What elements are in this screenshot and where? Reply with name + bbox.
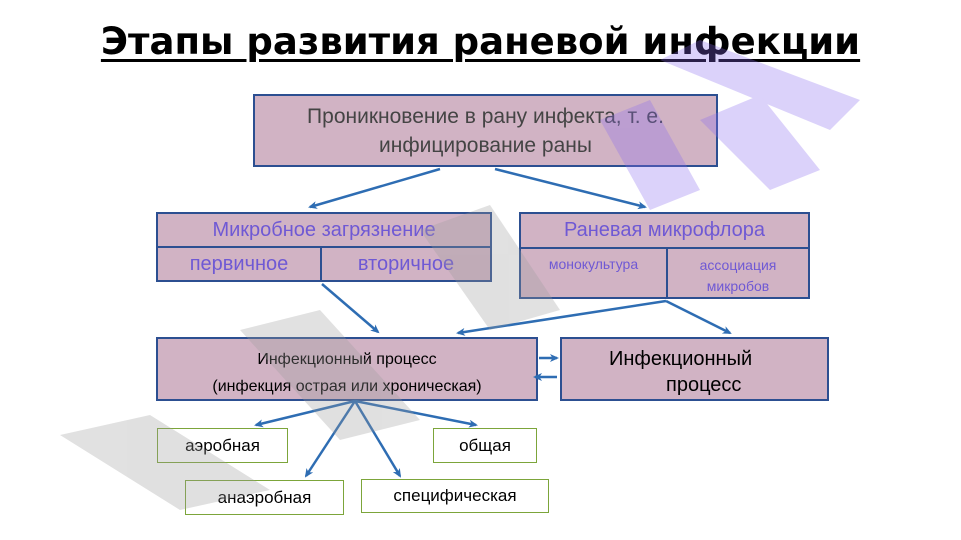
infection-process-box: Инфекционный процесс (инфекция острая ил… (156, 337, 538, 401)
general-label: общая (459, 435, 511, 455)
contamination-heading-cell: Микробное загрязнение (156, 212, 492, 248)
infection-process-right-box: Инфекционный процесс (560, 337, 829, 401)
anaerobic-box: анаэробная (185, 480, 344, 515)
arrow-contamination-to-process (321, 283, 380, 334)
microflora-mono: монокультура (548, 256, 639, 272)
arrow-process-to-aerobic (254, 399, 356, 428)
arrow-process-to-specific (353, 400, 402, 478)
infection-process-right-line1: Инфекционный (609, 348, 753, 370)
infection-process-right-line2: процесс (666, 374, 742, 396)
microflora-assoc-line1: ассоциация (699, 257, 777, 273)
page-title: Этапы развития раневой инфекции (100, 20, 861, 63)
aerobic-box: аэробная (157, 428, 288, 463)
microflora-assoc-cell: ассоциация микробов (666, 247, 810, 299)
anaerobic-label: анаэробная (217, 487, 312, 507)
microflora-assoc-line2: микробов (706, 278, 770, 294)
infection-entry-line2: инфицирование раны (379, 134, 592, 157)
arrow-entry-to-microflora (494, 167, 647, 210)
arrow-process-to-general (354, 399, 478, 428)
arrow-process-to-anaerobic (304, 400, 357, 478)
contamination-heading: Микробное загрязнение (212, 218, 436, 241)
specific-box: специфическая (361, 479, 549, 513)
infection-process-line2: (инфекция острая или хроническая) (212, 378, 482, 395)
contamination-primary-cell: первичное (156, 246, 322, 282)
contamination-secondary-cell: вторичное (320, 246, 492, 282)
microflora-heading: Раневая микрофлора (563, 219, 766, 241)
contamination-secondary: вторичное (357, 252, 455, 275)
arrow-microflora-to-right-process (665, 299, 732, 335)
aerobic-label: аэробная (185, 435, 260, 455)
arrow-microflora-to-process (456, 299, 667, 336)
arrow-entry-to-contamination (308, 167, 441, 209)
contamination-primary: первичное (189, 252, 289, 275)
infection-entry-line1: Проникновение в рану инфекта, т. е. (307, 105, 664, 128)
general-box: общая (433, 428, 537, 463)
specific-label: специфическая (393, 486, 517, 505)
microflora-mono-cell: монокультура (519, 247, 668, 299)
infection-process-line1: Инфекционный процесс (257, 351, 437, 368)
infection-entry-box: Проникновение в рану инфекта, т. е. инфи… (253, 94, 718, 167)
